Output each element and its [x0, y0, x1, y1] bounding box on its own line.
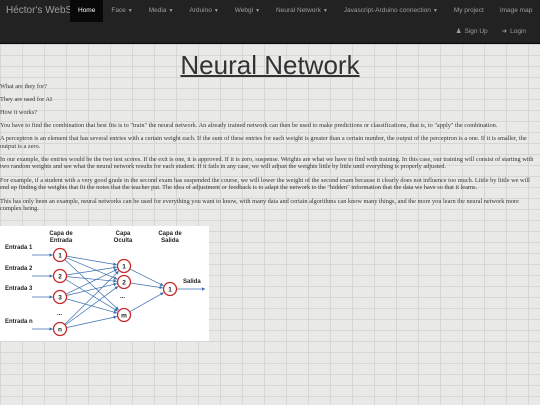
layer-hidden-title-1: Capa [116, 231, 131, 237]
connection-line [66, 255, 117, 266]
connection-line [65, 286, 119, 326]
hidden-node [116, 258, 132, 274]
input-ellipsis: ... [57, 311, 62, 317]
paragraph-adjustment: For example, if a student with a very go… [0, 176, 530, 192]
login-icon: ➜ [501, 28, 508, 35]
connection-line [129, 292, 164, 313]
connection-line [66, 276, 117, 283]
layer-hidden-title-2: Oculta [114, 238, 133, 244]
connection-line [66, 282, 118, 296]
article: What are they for? They are used for AI … [0, 83, 534, 218]
connection-line [65, 268, 118, 295]
hidden-node-label: 2 [122, 279, 126, 286]
connection-line [64, 271, 119, 325]
nav-media[interactable]: Media▼ [141, 0, 182, 22]
nav-image-map-label: Image map [499, 7, 533, 14]
question-how-works: How it works? [0, 108, 38, 116]
input-node [52, 247, 68, 263]
nav-js-arduino-label: Javascript-Arduino connection [343, 7, 431, 14]
nav-webgl-label: Webgl [234, 7, 254, 14]
page-title: Neural Network [180, 50, 360, 80]
layer-output-title-1: Capa de [158, 231, 182, 237]
input-label-3: Entrada 3 [5, 286, 33, 292]
caret-down-icon: ▼ [322, 8, 328, 14]
nav-neural-network[interactable]: Neural Network▼ [268, 0, 336, 22]
output-node-label: 1 [168, 286, 172, 293]
paragraph-perceptron: A perceptron is an element that has seve… [0, 135, 527, 150]
layer-output-title-2: Salida [161, 238, 179, 244]
input-node [52, 321, 68, 337]
input-label-2: Entrada 2 [5, 266, 33, 272]
output-label: Salida [183, 279, 201, 285]
login-label: Login [510, 28, 526, 35]
caret-down-icon: ▼ [432, 8, 438, 14]
hidden-ellipsis: ... [120, 294, 125, 300]
signup-link[interactable]: ♟Sign Up [456, 27, 488, 35]
input-node-label: n [58, 326, 62, 333]
nav-webgl[interactable]: Webgl▼ [227, 0, 268, 22]
hidden-node-label: m [121, 312, 127, 319]
nav-home[interactable]: Home [70, 0, 104, 22]
neural-network-svg: Capa de Entrada Capa Oculta Capa de Sali… [5, 231, 206, 337]
connection-line [65, 279, 118, 312]
nav-face[interactable]: Face▼ [103, 0, 140, 22]
input-label-n: Entrada n [5, 319, 33, 325]
nav-media-label: Media [148, 7, 167, 14]
nav-arduino[interactable]: Arduino▼ [181, 0, 226, 22]
paragraph-example: In our example, the entries would be the… [0, 155, 534, 171]
nav-neural-network-label: Neural Network [276, 7, 321, 14]
account-nav: ♟Sign Up ➜Login [456, 27, 526, 35]
connection-line [129, 268, 164, 286]
input-node [52, 268, 68, 284]
login-link[interactable]: ➜Login [502, 27, 526, 35]
main-nav: Home Face▼ Media▼ Arduino▼ Webgl▼ Neural… [70, 0, 540, 22]
navbar: Héctor's WebSite Home Face▼ Media▼ Ardui… [0, 0, 540, 44]
input-node-label: 1 [58, 252, 62, 259]
nav-image-map[interactable]: Image map [492, 0, 540, 22]
connection-line [66, 315, 118, 328]
input-node-label: 3 [58, 294, 62, 301]
question-what-for: What are they for? [0, 83, 48, 90]
hidden-node-label: 1 [122, 263, 126, 270]
answer-used-for: They are used for AI [0, 95, 53, 103]
input-label-1: Entrada 1 [5, 245, 33, 251]
site-brand[interactable]: Héctor's WebSite [6, 5, 83, 16]
connection-line [65, 257, 118, 280]
nav-home-label: Home [78, 7, 96, 14]
layer-input-title-2: Entrada [50, 238, 73, 244]
connection-line [64, 259, 119, 311]
input-node [52, 289, 68, 305]
signup-label: Sign Up [464, 28, 488, 35]
layer-input-title-1: Capa de [49, 231, 73, 237]
caret-down-icon: ▼ [127, 8, 133, 14]
user-icon: ♟ [455, 28, 462, 35]
caret-down-icon: ▼ [255, 8, 261, 14]
caret-down-icon: ▼ [168, 8, 174, 14]
caret-down-icon: ▼ [213, 8, 219, 14]
input-node-label: 2 [58, 273, 62, 280]
output-node [162, 281, 178, 297]
nav-face-label: Face [111, 7, 126, 14]
connection-line [66, 265, 117, 276]
paragraph-training: You have to find the combination that be… [0, 121, 498, 129]
connection-line [130, 282, 163, 290]
neural-network-diagram: Capa de Entrada Capa Oculta Capa de Sali… [0, 226, 209, 341]
hidden-node [116, 274, 132, 290]
nav-js-arduino[interactable]: Javascript-Arduino connection▼ [336, 0, 446, 22]
hidden-node [116, 307, 132, 323]
paragraph-conclusion: This has only been an example, neural ne… [0, 197, 519, 212]
nav-my-project-label: My project [453, 7, 484, 14]
nav-my-project[interactable]: My project [446, 0, 492, 22]
nav-arduino-label: Arduino [189, 7, 212, 14]
